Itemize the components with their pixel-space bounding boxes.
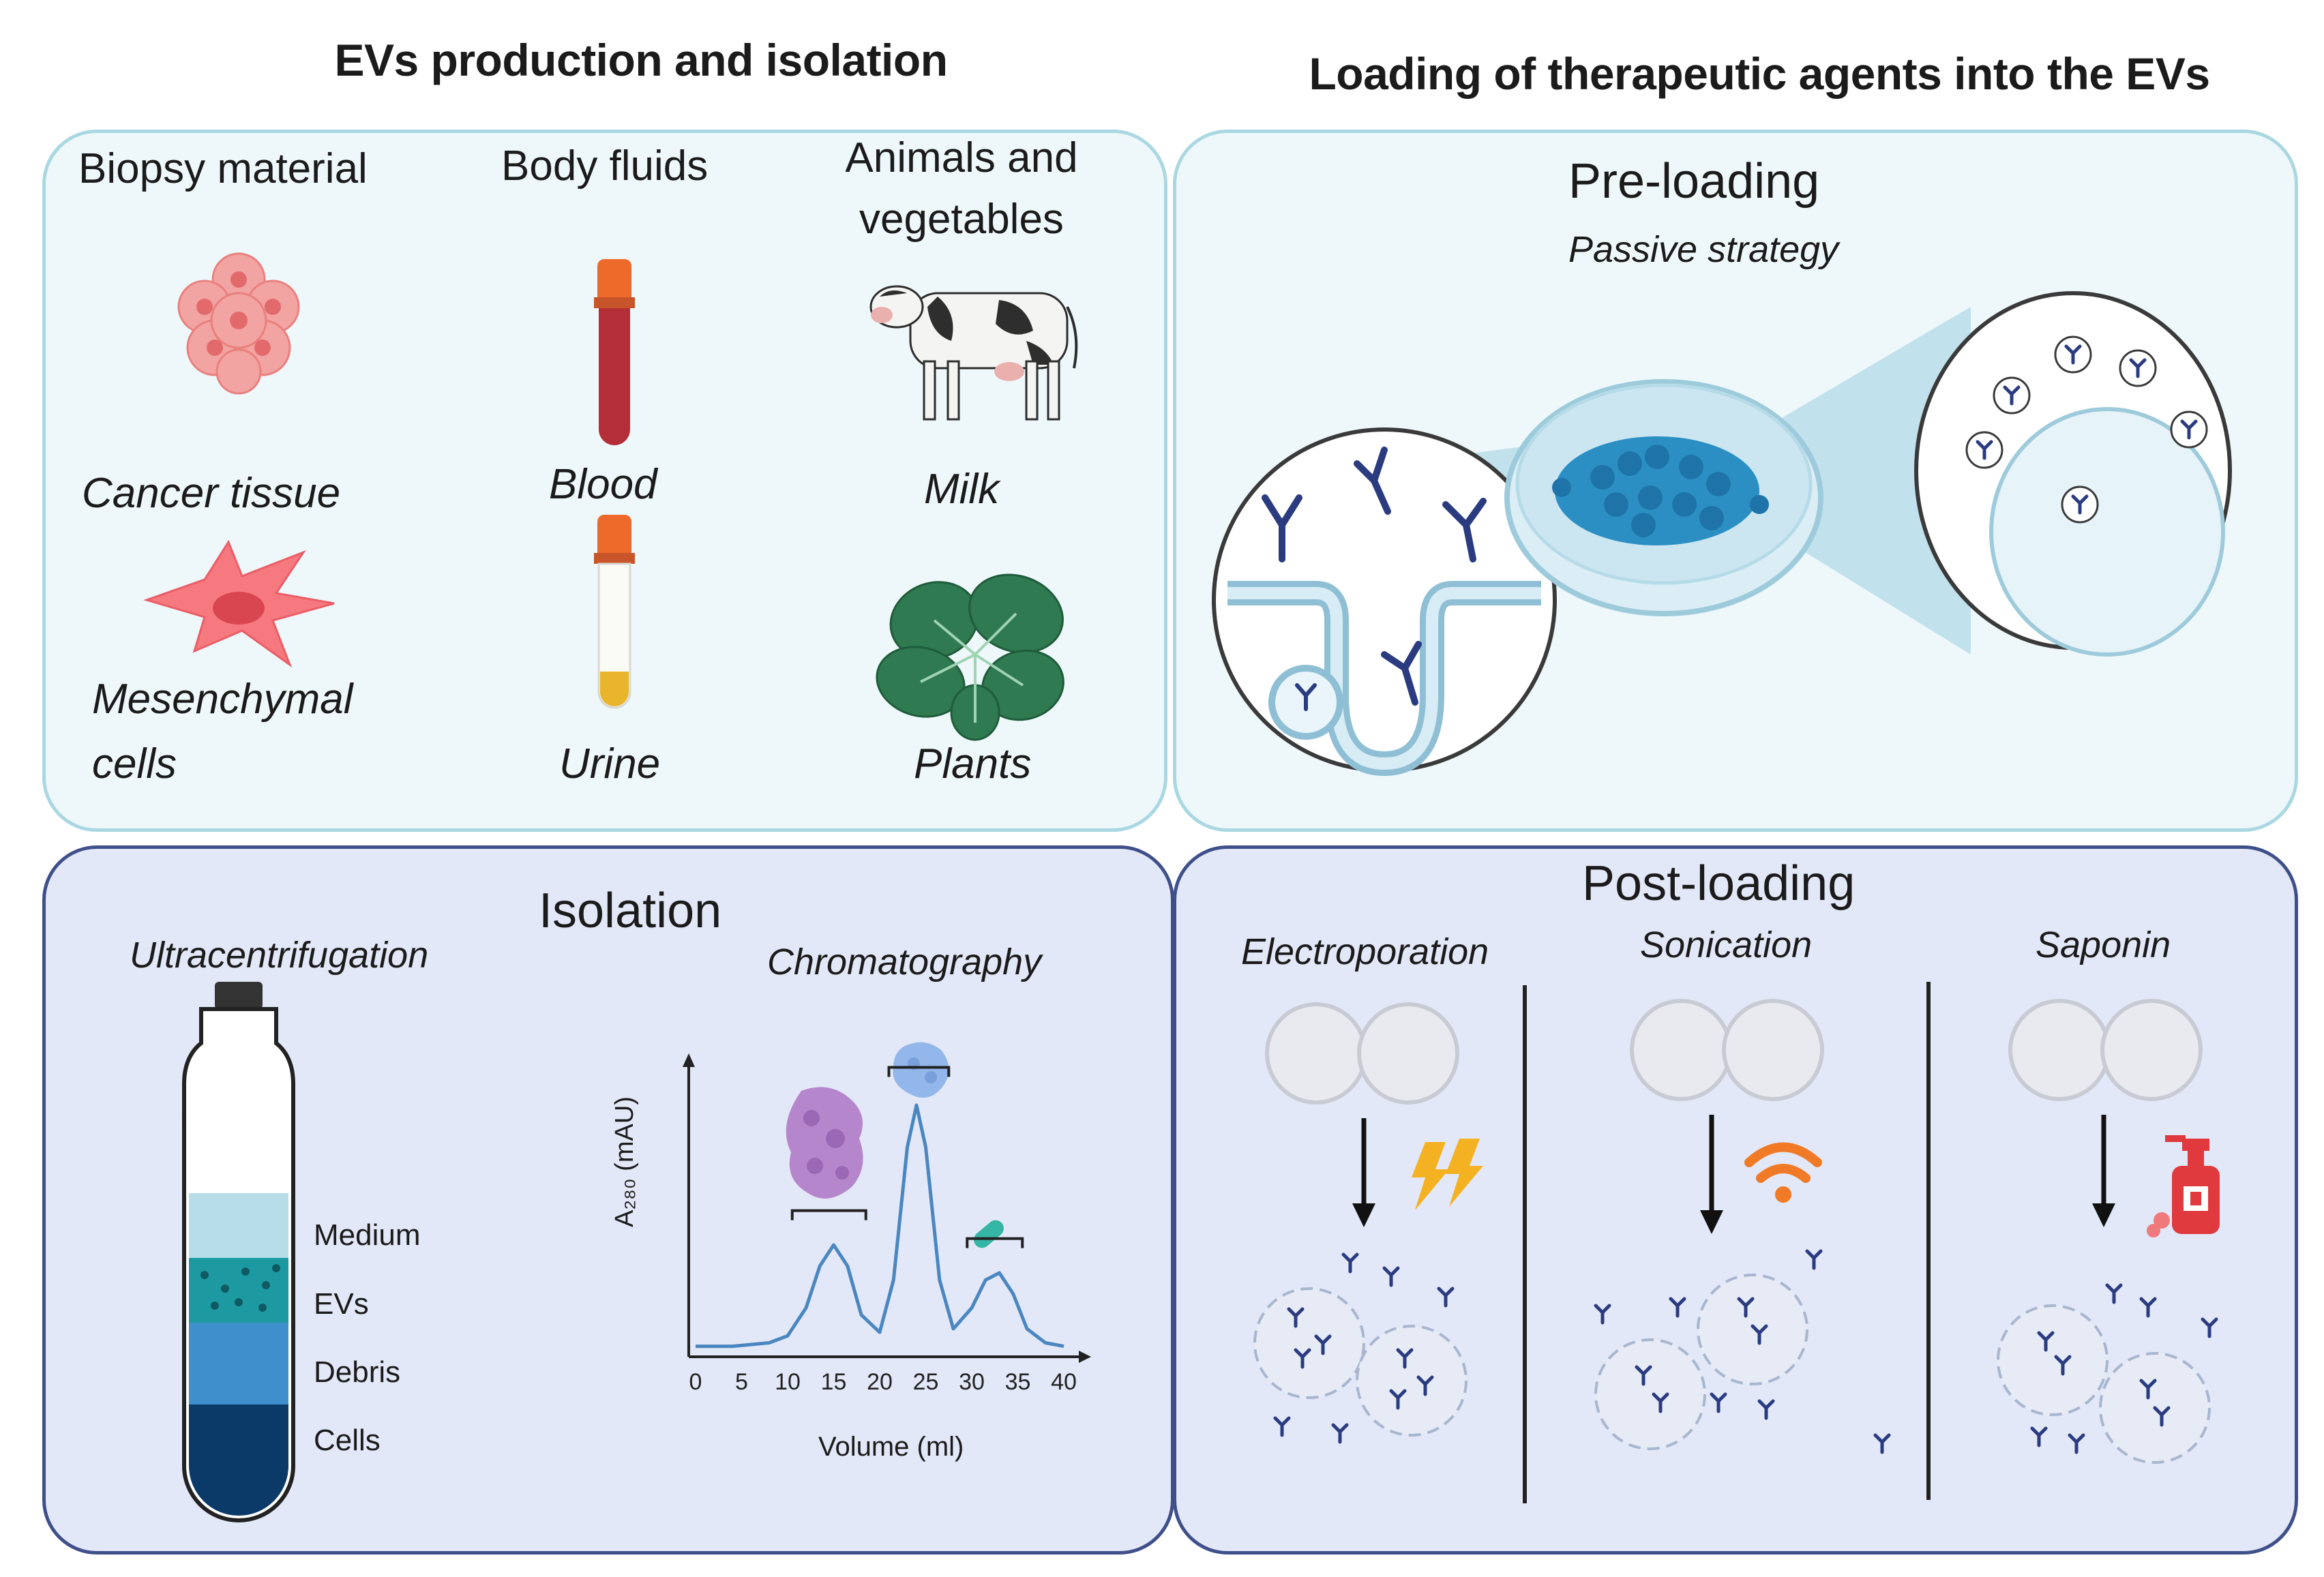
blood-tube-icon <box>594 259 635 445</box>
divider-2 <box>1926 982 1931 1500</box>
peak-bracket <box>966 1237 1024 1248</box>
ultracentrifugation-label: Ultracentrifugation <box>130 935 429 976</box>
soap-bottle-icon <box>2147 1135 2220 1237</box>
chromatography-label: Chromatography <box>767 942 1042 982</box>
ev-zoom-circle <box>1914 291 2232 657</box>
cancer-tissue-label: Cancer tissue <box>82 470 341 517</box>
milk-label: Milk <box>924 466 1000 513</box>
method-saponin: Saponin <box>2036 925 2171 965</box>
layer-label-evs: EVs <box>314 1287 369 1321</box>
antibody-icon <box>1262 447 1487 711</box>
layer-label-medium: Medium <box>314 1218 421 1252</box>
lightning-icon <box>1412 1139 1483 1210</box>
mesenchymal-label-line2: cells <box>92 740 177 787</box>
urine-tube-icon <box>594 515 635 709</box>
centrifuge-tube-icon <box>182 982 295 1522</box>
method-electroporation: Electroporation <box>1241 931 1489 972</box>
mesenchymal-cell-icon <box>143 539 335 668</box>
protein-blob-small-icon <box>974 1220 1004 1248</box>
left-heading: EVs production and isolation <box>334 35 948 85</box>
endocytosis-zoom-circle <box>1212 427 1557 777</box>
x-tick-label: 10 <box>775 1369 801 1395</box>
protein-blob-large-icon <box>786 1087 863 1199</box>
x-tick-label: 35 <box>1005 1369 1031 1395</box>
saponin-illustration <box>1997 999 2220 1464</box>
mesenchymal-label-line1: Mesenchymal <box>92 676 353 723</box>
animals-header-line1: Animals and <box>845 134 1078 181</box>
preloading-illustration <box>1212 291 2232 777</box>
plants-label: Plants <box>914 740 1032 787</box>
chart-ylabel: A₂₈₀ (mAU) <box>610 1096 639 1227</box>
x-tick-label: 0 <box>689 1369 702 1395</box>
y-axis-arrow <box>683 1053 695 1067</box>
electroporation-illustration <box>1253 1002 1483 1444</box>
method-sonication: Sonication <box>1640 925 1813 965</box>
plant-icon <box>876 573 1064 741</box>
peak-bracket <box>790 1209 867 1220</box>
preloading-subtitle: Passive strategy <box>1568 229 1839 270</box>
isolation-title: Isolation <box>539 884 722 938</box>
x-tick-label: 40 <box>1051 1369 1077 1395</box>
chromatogram-line <box>696 1103 1064 1349</box>
right-heading: Loading of therapeutic agents into the E… <box>1309 48 2210 99</box>
x-axis-arrow <box>1079 1351 1091 1363</box>
urine-label: Urine <box>559 740 661 787</box>
wifi-icon <box>1744 1142 1822 1183</box>
sonication-illustration <box>1594 999 1891 1454</box>
postloading-title: Post-loading <box>1582 856 1856 911</box>
layer-label-debris: Debris <box>314 1355 401 1389</box>
body-fluids-header: Body fluids <box>501 142 709 190</box>
x-tick-label: 25 <box>913 1369 939 1395</box>
biopsy-header: Biopsy material <box>78 145 368 192</box>
cancer-tissue-icon <box>177 252 300 395</box>
blood-label: Blood <box>549 461 657 508</box>
x-tick-label: 30 <box>959 1369 985 1395</box>
chromatography-chart: 0 5 10 15 20 25 30 35 40 <box>683 1053 1091 1395</box>
x-tick-label: 5 <box>735 1369 748 1395</box>
layer-label-cells: Cells <box>314 1424 381 1457</box>
cow-icon <box>869 285 1078 421</box>
petri-dish <box>1504 379 1823 616</box>
peak-bracket <box>887 1066 951 1077</box>
preloading-title: Pre-loading <box>1568 154 1820 209</box>
chart-xlabel: Volume (ml) <box>818 1432 964 1462</box>
x-tick-label: 15 <box>821 1369 847 1395</box>
animals-header-line2: vegetables <box>859 196 1064 243</box>
x-tick-label: 20 <box>867 1369 893 1395</box>
divider-1 <box>1523 985 1527 1503</box>
